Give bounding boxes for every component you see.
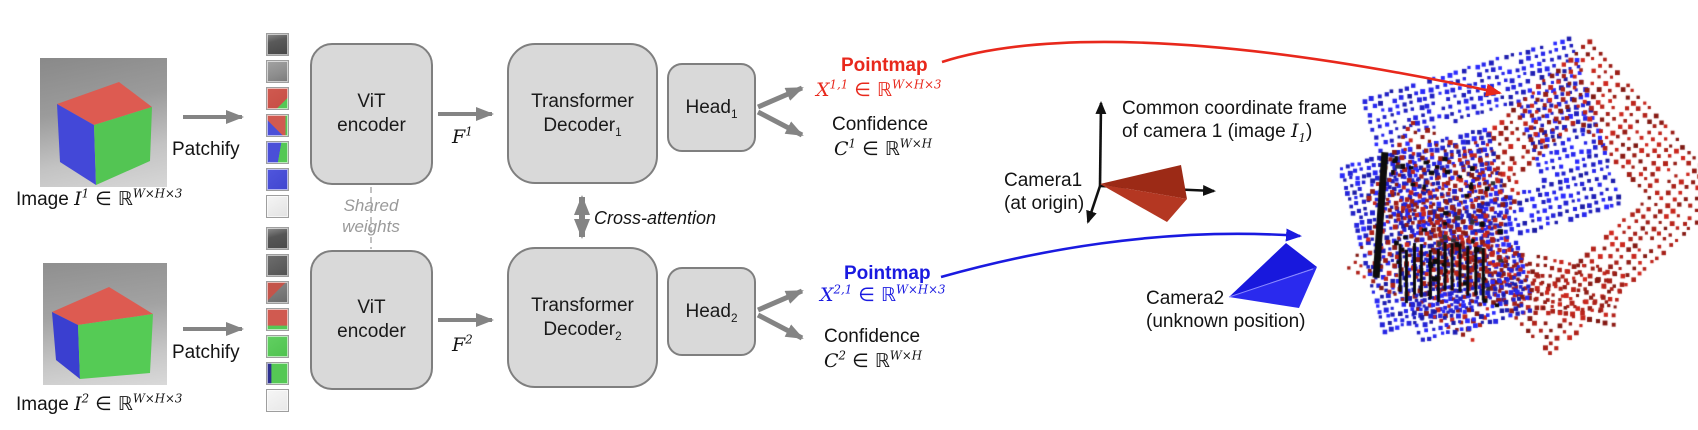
pointmap2-formula: X2,1 ∈ ℝW×H×3 <box>820 282 946 306</box>
head2-confidence-arrow <box>756 312 804 341</box>
patch-token <box>266 168 289 191</box>
patch-token <box>266 87 289 110</box>
head2-label: Head2 <box>685 300 738 325</box>
patch-token <box>266 335 289 358</box>
patch-token <box>266 227 289 250</box>
camera1-frustum <box>1100 165 1187 222</box>
pointmap2-title: Pointmap <box>844 263 931 284</box>
vit-encoder-1-line2: encoder <box>337 115 406 136</box>
patch-token <box>266 114 289 137</box>
patchify-label-2: Patchify <box>172 342 240 363</box>
vit-encoder-1-line1: ViT <box>357 91 386 112</box>
vit-encoder-2-box: ViT encoder <box>310 250 433 390</box>
patch-token <box>266 308 289 331</box>
vit-encoder-2-line2: encoder <box>337 321 406 342</box>
cross-attention-label: Cross-attention <box>594 208 717 228</box>
input-image-2 <box>43 263 167 385</box>
camera2-label: Camera2 (unknown position) <box>1146 288 1306 332</box>
decoder1-line1: Transformer <box>531 90 634 112</box>
pointmap1-title: Pointmap <box>841 55 928 76</box>
head2-pointmap-arrow <box>757 288 804 313</box>
confidence2-formula: C2 ∈ ℝW×H <box>824 348 922 372</box>
patch-token <box>266 362 289 385</box>
decoder1-line2: Decoder1 <box>543 114 622 139</box>
cube-illustration-2 <box>52 287 153 379</box>
common-frame-caption: Common coordinate frame of camera 1 (ima… <box>1122 98 1347 145</box>
pointmap2-curve-arrow <box>940 228 1302 279</box>
f2-label: F2 <box>452 332 473 356</box>
confidence1-formula: C1 ∈ ℝW×H <box>834 136 932 160</box>
patch-token <box>266 281 289 304</box>
vit-encoder-2-line1: ViT <box>357 297 386 318</box>
patch-token <box>266 141 289 164</box>
patch-token <box>266 33 289 56</box>
head1-pointmap-arrow <box>757 85 804 110</box>
f1-label: F1 <box>452 124 473 148</box>
axis-down-left <box>1086 185 1102 224</box>
decoder2-line2: Decoder2 <box>543 318 622 343</box>
transformer-decoder-1-box: Transformer Decoder1 <box>507 43 658 184</box>
patch-token <box>266 195 289 218</box>
patch-token <box>266 60 289 83</box>
patch-token <box>266 254 289 277</box>
pointmap1-curve-arrow <box>941 40 1502 97</box>
patchify-label-1: Patchify <box>172 139 240 160</box>
head-2-box: Head2 <box>667 267 756 356</box>
patch-tokens-2 <box>266 227 289 412</box>
confidence1-title: Confidence <box>832 114 929 135</box>
head1-label: Head1 <box>685 96 738 121</box>
patch-token <box>266 389 289 412</box>
axis-up <box>1095 101 1107 187</box>
head-1-box: Head1 <box>667 63 756 152</box>
decoder2-line1: Transformer <box>531 294 634 316</box>
camera1-label: Camera1 (at origin) <box>1004 170 1085 214</box>
input-image-1 <box>40 58 167 187</box>
camera2-frustum <box>1228 243 1317 308</box>
transformer-decoder-2-box: Transformer Decoder2 <box>507 247 658 388</box>
head1-confidence-arrow <box>756 109 804 138</box>
cube-illustration-1 <box>57 82 152 185</box>
pointmap1-formula: X1,1 ∈ ℝW×H×3 <box>816 77 942 101</box>
image2-label: Image I2 ∈ ℝW×H×3 <box>16 391 183 415</box>
image1-label: Image I1 ∈ ℝW×H×3 <box>16 186 183 210</box>
confidence2-title: Confidence <box>824 326 921 347</box>
patch-tokens-1 <box>266 33 289 218</box>
vit-encoder-1-box: ViT encoder <box>310 43 433 185</box>
shared-weights-label: Shared weights <box>342 196 400 236</box>
